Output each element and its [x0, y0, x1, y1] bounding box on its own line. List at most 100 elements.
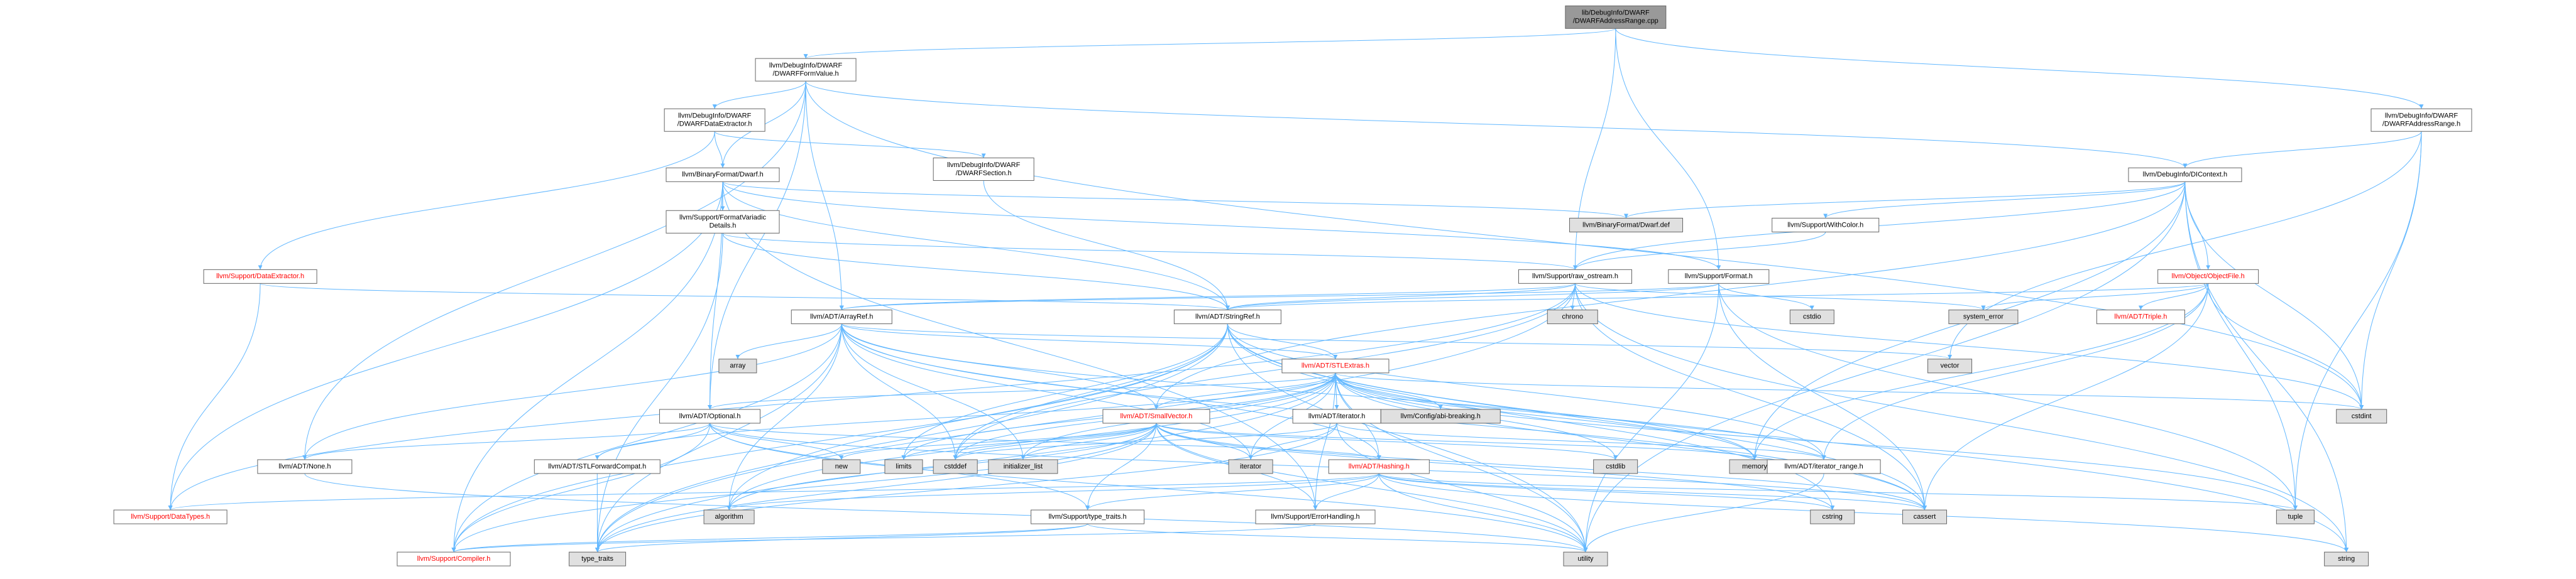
edge-smallvector-to-compiler: [451, 423, 1157, 553]
edge-stringref-to-cstring: [1227, 323, 1835, 511]
node-withcolor-box: [1772, 217, 1880, 232]
node-stlfwd-label-0: llvm/ADT/STLForwardCompat.h: [548, 463, 646, 470]
node-cstring-box: [1810, 509, 1855, 524]
edge-raw_ostream-to-string: [1575, 283, 2349, 553]
node-section[interactable]: llvm/DebugInfo/DWARF/DWARFSection.h: [933, 157, 1034, 181]
edge-smallvector-to-iterator: [1156, 423, 1253, 460]
node-triple-box: [2096, 310, 2185, 325]
edge-smallvector-to-typetraits_h: [1085, 423, 1157, 511]
node-stringref-label-0: llvm/ADT/StringRef.h: [1195, 313, 1260, 321]
edge-stlextras-to-utility: [1335, 372, 1588, 553]
edge-format-to-utility: [1583, 283, 1719, 553]
node-memory-label-0: memory: [1742, 463, 1767, 470]
node-string-box: [2324, 551, 2369, 566]
node-optional[interactable]: llvm/ADT/Optional.h: [659, 409, 761, 424]
node-new-box: [822, 459, 861, 474]
node-objectfile[interactable]: llvm/Object/ObjectFile.h: [2157, 269, 2259, 284]
node-smallvector[interactable]: llvm/ADT/SmallVector.h: [1102, 409, 1210, 424]
node-root-label-0: lib/DebugInfo/DWARF: [1582, 9, 1650, 17]
node-algorithm: algorithm: [703, 509, 755, 524]
node-smallvector-label-0: llvm/ADT/SmallVector.h: [1120, 413, 1192, 420]
edge-formvalue-to-optional: [708, 81, 806, 409]
node-datatypes[interactable]: llvm/Support/DataTypes.h: [113, 509, 227, 524]
node-iter_range[interactable]: llvm/ADT/iterator_range.h: [1767, 459, 1881, 474]
node-none-box: [257, 459, 353, 474]
node-format-box: [1668, 269, 1770, 284]
edge-raw_ostream-to-system_error: [1575, 283, 1986, 311]
node-typetraits_h[interactable]: llvm/Support/type_traits.h: [1031, 509, 1145, 524]
edge-hashing-to-string: [1378, 473, 2349, 553]
edge-dicontext-to-raw_ostream: [1573, 181, 2186, 270]
node-addrrange_h-label-1: /DWARFAddressRange.h: [2382, 121, 2460, 128]
node-stlfwd[interactable]: llvm/ADT/STLForwardCompat.h: [534, 459, 660, 474]
node-formvalue[interactable]: llvm/DebugInfo/DWARF/DWARFFormValue.h: [755, 58, 857, 82]
edge-dwarf_h-to-compiler: [451, 181, 723, 553]
node-root[interactable]: lib/DebugInfo/DWARF/DWARFAddressRange.cp…: [1565, 5, 1667, 29]
node-arrayref-label-0: llvm/ADT/ArrayRef.h: [810, 313, 873, 321]
edge-variadic-to-raw_ostream: [722, 232, 1577, 270]
node-arrayref[interactable]: llvm/ADT/ArrayRef.h: [791, 310, 892, 325]
node-smallvector-box: [1102, 409, 1210, 424]
edge-objectfile-to-triple: [2138, 283, 2209, 310]
edge-dwarf_h-to-datatypes: [168, 181, 723, 511]
node-errhandling-box: [1255, 509, 1376, 524]
node-addrrange_h[interactable]: llvm/DebugInfo/DWARF/DWARFAddressRange.h: [2370, 108, 2472, 132]
edge-adt_iterator-to-utility: [1336, 423, 1588, 553]
node-init_list-label-0: initializer_list: [1004, 463, 1043, 470]
edge-optional-to-stlfwd: [595, 423, 711, 460]
node-withcolor-label-0: llvm/Support/WithColor.h: [1787, 221, 1863, 229]
node-stringref[interactable]: llvm/ADT/StringRef.h: [1173, 310, 1281, 325]
edge-stringref-to-iter_range: [1227, 323, 1826, 460]
node-dataext[interactable]: llvm/DebugInfo/DWARF/DWARFDataExtractor.…: [664, 108, 765, 132]
edge-typetraits_h-to-utility: [1087, 523, 1588, 553]
node-raw_ostream[interactable]: llvm/Support/raw_ostream.h: [1518, 269, 1633, 284]
node-algorithm-box: [703, 509, 755, 524]
node-adt_iterator[interactable]: llvm/ADT/iterator.h: [1292, 409, 1381, 424]
edge-raw_ostream-to-stringref: [1225, 283, 1576, 311]
edge-stlextras-to-cassert: [1335, 372, 1927, 511]
edge-stringref-to-cassert: [1227, 323, 1927, 511]
edge-adt_iterator-to-iter_range: [1336, 423, 1826, 460]
node-array: array: [718, 359, 757, 374]
node-none-label-0: llvm/ADT/None.h: [278, 463, 331, 470]
node-objectfile-box: [2157, 269, 2259, 284]
edge-variadic-to-stringref: [722, 233, 1230, 310]
edge-stringref-to-utility: [1227, 323, 1588, 553]
node-chrono-box: [1547, 310, 1598, 325]
edge-typetraits_h-to-compiler: [451, 523, 1088, 553]
node-init_list: initializer_list: [988, 459, 1058, 474]
edge-smallvector-to-cstddef: [953, 423, 1157, 460]
node-variadic-box: [666, 210, 780, 234]
edge-objectfile-to-system_error: [1981, 283, 2209, 311]
edge-root-to-format: [1615, 28, 1721, 270]
node-iter_range-box: [1767, 459, 1881, 474]
node-dicontext[interactable]: llvm/DebugInfo/DIContext.h: [2128, 167, 2242, 182]
node-hashing[interactable]: llvm/ADT/Hashing.h: [1328, 459, 1430, 474]
node-triple[interactable]: llvm/ADT/Triple.h: [2096, 310, 2185, 325]
edge-formvalue-to-dataext: [712, 80, 806, 109]
edge-root-to-raw_ostream: [1573, 28, 1616, 270]
node-stlextras[interactable]: llvm/ADT/STLExtras.h: [1281, 359, 1389, 374]
node-dwarf_def-label-0: llvm/BinaryFormat/Dwarf.def: [1582, 221, 1670, 229]
node-dicontext-label-0: llvm/DebugInfo/DIContext.h: [2143, 171, 2228, 178]
node-string: string: [2324, 551, 2369, 566]
node-errhandling[interactable]: llvm/Support/ErrorHandling.h: [1255, 509, 1376, 524]
node-formvalue-label-0: llvm/DebugInfo/DWARF: [769, 62, 843, 70]
edge-dicontext-to-cstdint: [2184, 181, 2364, 409]
node-algorithm-label-0: algorithm: [715, 513, 743, 521]
edge-formvalue-to-arrayref: [805, 81, 844, 310]
node-optional-box: [659, 409, 761, 424]
edge-raw_ostream-to-cassert: [1575, 283, 1927, 511]
node-cstring: cstring: [1810, 509, 1855, 524]
node-dwarf_h[interactable]: llvm/BinaryFormat/Dwarf.h: [666, 167, 780, 182]
node-format[interactable]: llvm/Support/Format.h: [1668, 269, 1770, 284]
edge-optional-to-new: [710, 423, 844, 460]
edge-smallvector-to-utility: [1156, 423, 1588, 553]
edge-formvalue-to-dicontext: [805, 81, 2188, 168]
node-none[interactable]: llvm/ADT/None.h: [257, 459, 353, 474]
node-supp_dataext[interactable]: llvm/Support/DataExtractor.h: [203, 269, 317, 284]
node-compiler[interactable]: llvm/Support/Compiler.h: [397, 551, 511, 566]
edge-arrayref-to-compiler: [451, 323, 842, 553]
node-withcolor[interactable]: llvm/Support/WithColor.h: [1772, 217, 1880, 232]
